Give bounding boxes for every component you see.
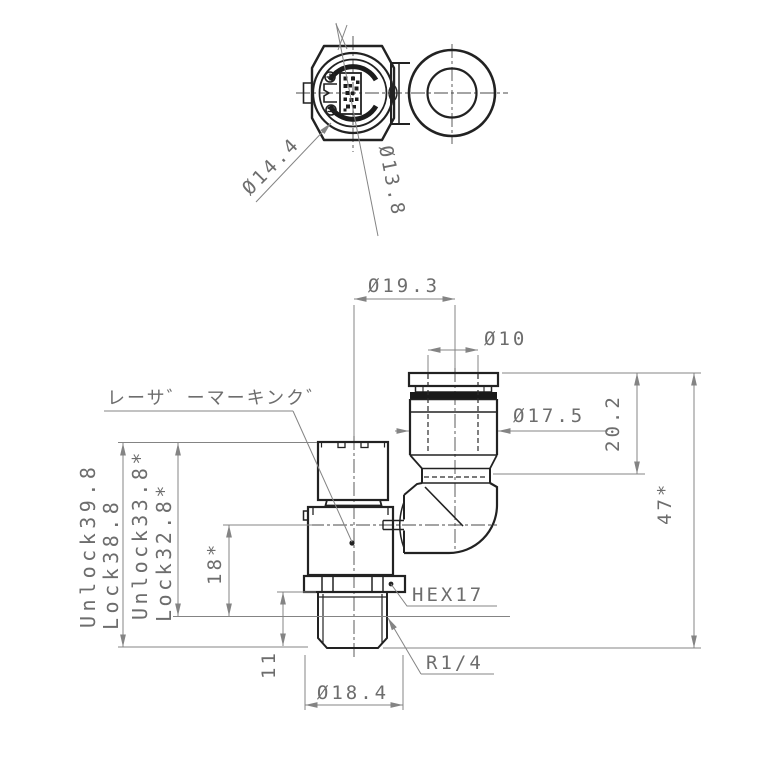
elbow-miter-line (424, 486, 464, 527)
dim-label-47: 47* (654, 482, 676, 525)
taper-left (409, 454, 423, 470)
data-matrix-marking (339, 72, 362, 115)
thread-outline (317, 592, 388, 649)
knob-latch-detail (323, 83, 337, 103)
leader-stub-a (335, 23, 348, 50)
elbow-outer-profile (404, 482, 499, 555)
front-view-dimensions: Ø19.3 Ø10 Ø17.5 20.2 47* Unlock39.8 Lock… (76, 275, 701, 710)
knob-outer-circle (311, 51, 395, 135)
collar-latch-detail (388, 84, 398, 102)
laser-marking-point (349, 540, 355, 546)
port-diameter-label: Ø13.8 (374, 144, 409, 219)
thread-spec-label: R1/4 (426, 652, 484, 674)
release-collar-flange (407, 371, 500, 388)
dim-label-18: 18* (204, 542, 226, 585)
knob-diameter-label: Ø14.4 (238, 133, 305, 200)
elbow-top-left-chamfer (403, 482, 423, 496)
seal-band (410, 392, 497, 400)
front-view-part (302, 368, 500, 660)
dim-label-unlock-mid: Unlock33.8* (128, 449, 152, 620)
top-view-collar (388, 62, 410, 125)
dim-label-11: 11 (258, 650, 280, 679)
dim-label-lock-full: Lock38.8 (99, 498, 123, 630)
top-view: Ø14.4 Ø13.8 (238, 22, 508, 237)
tube-port-inner-circle (426, 67, 478, 119)
knob-inner-circle (318, 58, 388, 128)
leader-stub-b (337, 24, 348, 51)
dim-label-19-3: Ø19.3 (368, 275, 440, 297)
body-clip-left (302, 510, 308, 521)
dim-label-20-2: 20.2 (602, 394, 624, 452)
dim-label-unlock-full: Unlock39.8 (76, 463, 100, 628)
knob-slot-left (337, 441, 346, 449)
port-diameter-leader (335, 22, 379, 237)
tube-port-outer-circle (407, 48, 497, 138)
laser-note-label: レーサ゛ーマーキンク゛ (107, 388, 326, 409)
flow-increase-icon (324, 71, 336, 83)
knob-diameter-leader (255, 122, 332, 203)
thread-leader-line (387, 617, 422, 675)
knob-body (316, 440, 390, 502)
knob-slot-right (360, 441, 369, 449)
hex-label: HEX17 (412, 584, 484, 606)
hex-leader-line (390, 583, 497, 607)
port-boss-arc (399, 501, 405, 549)
taper-right (489, 454, 498, 469)
knob-side-clip (302, 82, 312, 104)
knob-neck (324, 499, 383, 507)
screw-slot-icon (325, 104, 337, 116)
laser-note-leader (292, 410, 353, 543)
dim-label-lock-mid: Lock32.8* (152, 482, 176, 622)
hex-nut (302, 574, 407, 594)
dim-label-17-5: Ø17.5 (513, 405, 585, 427)
knob-octagon-outline (310, 44, 396, 142)
dim-label-18-4: Ø18.4 (317, 682, 389, 704)
dim-label-10: Ø10 (484, 328, 527, 350)
